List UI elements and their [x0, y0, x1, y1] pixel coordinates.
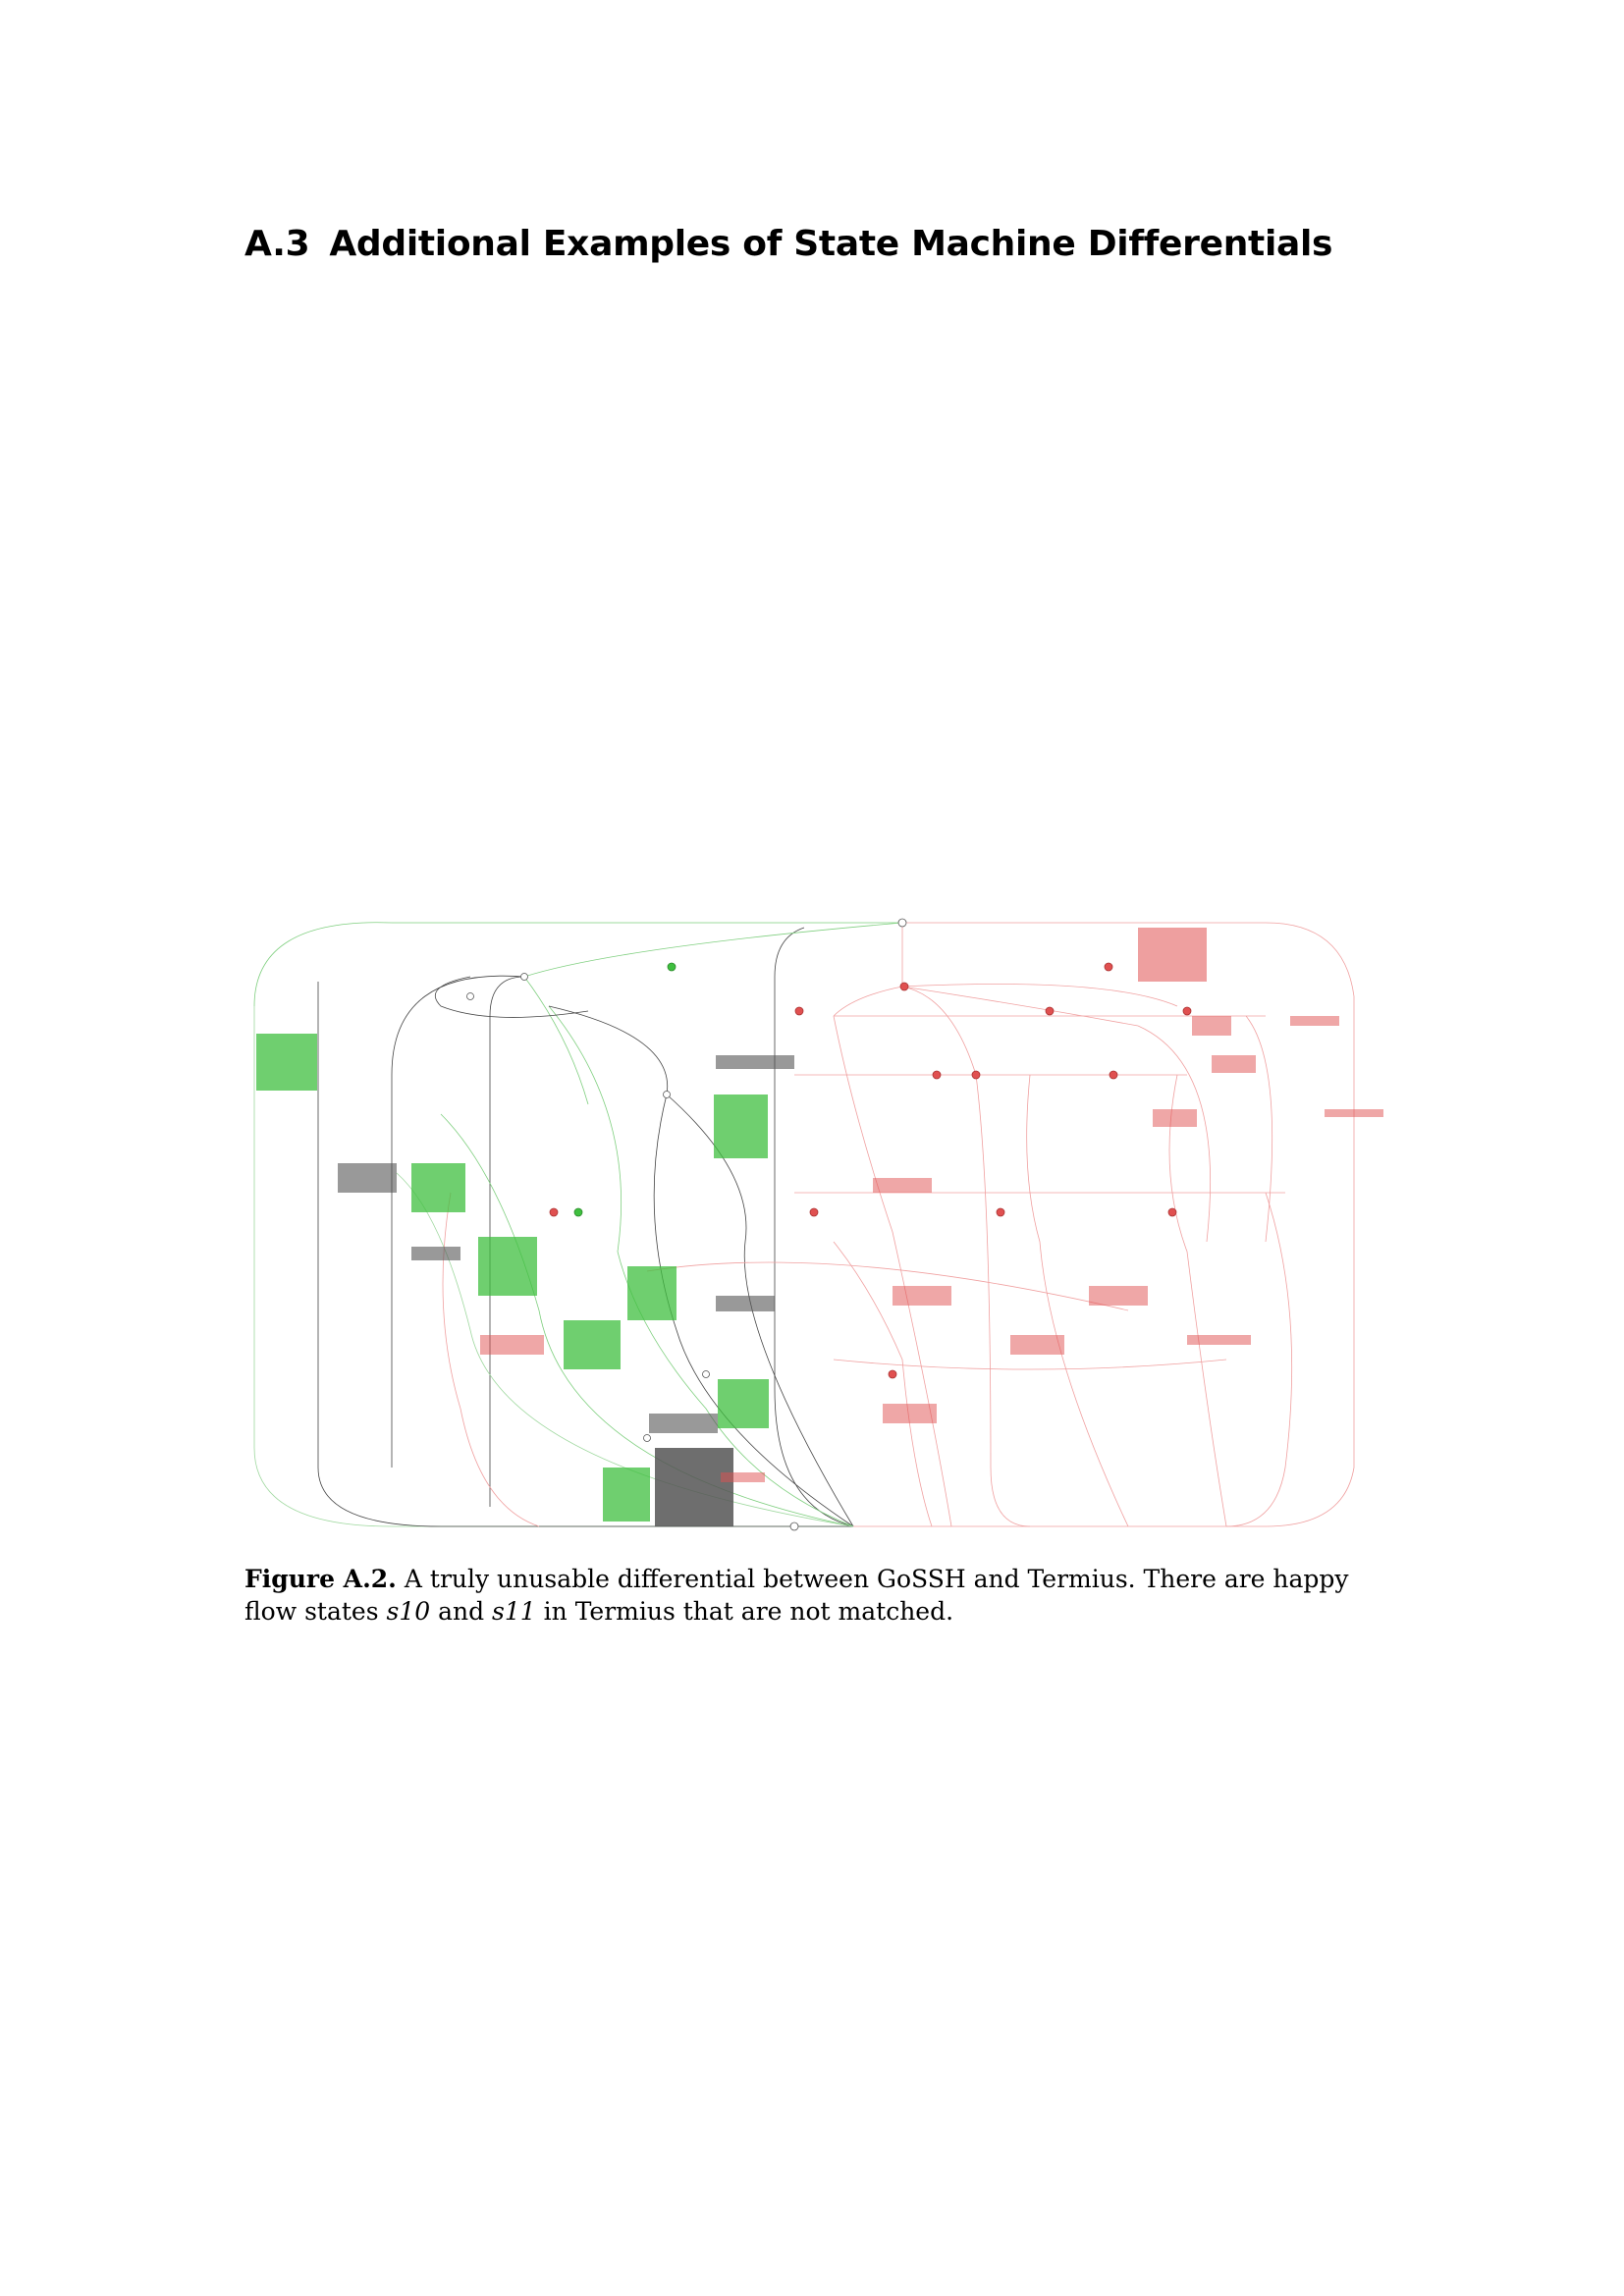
- state-node-sink: [789, 1522, 799, 1531]
- state-machine-differential-figure: [244, 918, 1388, 1536]
- state-node-matched-1: [520, 973, 528, 981]
- green-label-block-5: [627, 1266, 677, 1320]
- red-label-block-12: [1187, 1335, 1251, 1345]
- state-node-initial: [897, 918, 907, 928]
- state-node-red-5: [971, 1070, 981, 1080]
- state-s11: s11: [492, 1597, 536, 1626]
- state-s10: s10: [386, 1597, 431, 1626]
- state-node-matched-5: [643, 1434, 651, 1442]
- black-label-block-6: [716, 1055, 794, 1069]
- green-label-block-6: [714, 1095, 768, 1158]
- red-label-block-14: [721, 1472, 765, 1482]
- edge-green-3: [548, 1005, 623, 1253]
- green-label-block-3: [478, 1237, 537, 1296]
- state-node-red-1: [549, 1207, 559, 1217]
- black-label-block-4: [649, 1414, 718, 1433]
- red-label-block-13: [1325, 1109, 1383, 1117]
- edge-black-2: [489, 976, 525, 1507]
- state-node-red-3: [899, 982, 909, 991]
- edge-red-11: [1168, 1074, 1227, 1527]
- state-node-red-10: [809, 1207, 819, 1217]
- edge-green-1: [523, 922, 903, 978]
- edge-red-3: [901, 986, 977, 1076]
- black-label-block-1: [338, 1163, 397, 1193]
- state-node-matched-2: [466, 992, 474, 1000]
- state-node-red-12: [1167, 1207, 1177, 1217]
- edge-red-6: [833, 1015, 952, 1527]
- edge-red-4: [901, 986, 1139, 1027]
- edge-loop: [435, 976, 589, 1018]
- black-label-block-3: [716, 1296, 775, 1311]
- boundary-edge-left-top: [253, 922, 902, 1007]
- state-node-green-1: [667, 962, 677, 972]
- black-label-clusters: [338, 1055, 794, 1526]
- edge-matched-center: [774, 927, 854, 1527]
- state-node-red-2: [794, 1006, 804, 1016]
- red-label-block-11: [480, 1335, 544, 1355]
- red-label-block-2: [1192, 1016, 1231, 1036]
- edge-black-3: [548, 1005, 669, 1095]
- black-label-block-2: [411, 1247, 460, 1260]
- green-label-clusters: [256, 1034, 769, 1522]
- edge-red-7: [975, 1074, 1031, 1527]
- green-label-block-4: [564, 1320, 621, 1369]
- red-label-block-6: [1212, 1055, 1256, 1073]
- edge-red-14: [1225, 1192, 1293, 1527]
- edge-green-2: [523, 976, 589, 1105]
- red-label-block-1: [1138, 928, 1207, 982]
- edge-red-10: [1026, 1074, 1129, 1527]
- state-node-red-4: [932, 1070, 942, 1080]
- state-node-matched-4: [702, 1370, 710, 1378]
- state-node-red-9: [1182, 1006, 1192, 1016]
- state-node-matched-3: [663, 1091, 671, 1098]
- state-node-red-13: [888, 1369, 897, 1379]
- caption-text-2: and: [430, 1597, 493, 1626]
- red-label-block-9: [1010, 1335, 1064, 1355]
- red-label-block-10: [883, 1404, 937, 1423]
- red-label-block-3: [1290, 1016, 1339, 1026]
- state-node-green-2: [573, 1207, 583, 1217]
- green-label-block-8: [603, 1468, 650, 1522]
- red-label-block-4: [873, 1178, 932, 1193]
- edge-red-5: [1137, 1025, 1212, 1243]
- black-label-block-5: [655, 1448, 733, 1526]
- red-label-block-5: [1153, 1109, 1197, 1127]
- figure-caption: Figure A.2.A truly unusable differential…: [244, 1563, 1393, 1628]
- state-node-red-8: [1109, 1070, 1118, 1080]
- section-heading: A.3 Additional Examples of State Machine …: [244, 224, 1332, 264]
- edge-black-1: [391, 975, 525, 1468]
- edge-red-9: [901, 984, 1178, 1007]
- edge-red-8: [1245, 1015, 1273, 1243]
- boundary-edge-right: [853, 922, 1355, 1527]
- green-label-block-7: [718, 1379, 769, 1428]
- edge-red-2: [833, 986, 903, 1017]
- edge-red-19: [833, 1359, 1227, 1370]
- green-label-block-1: [256, 1034, 317, 1091]
- green-label-block-2: [411, 1163, 465, 1212]
- state-node-red-7: [1104, 962, 1113, 972]
- red-label-block-8: [1089, 1286, 1148, 1306]
- caption-text-3: in Termius that are not matched.: [535, 1597, 954, 1626]
- figure-label: Figure A.2.: [244, 1565, 397, 1593]
- section-title: Additional Examples of State Machine Dif…: [329, 224, 1333, 264]
- state-machine-graph: [253, 918, 1383, 1531]
- edge-black-5: [653, 1094, 854, 1527]
- edge-red-13: [833, 1241, 933, 1527]
- red-label-clusters: [480, 928, 1383, 1482]
- section-number: A.3: [244, 224, 310, 264]
- state-node-red-11: [996, 1207, 1005, 1217]
- red-label-block-7: [893, 1286, 951, 1306]
- edge-red-18: [646, 1261, 1129, 1311]
- caption-text-1: A truly unusable differential between Go…: [244, 1565, 1349, 1626]
- edge-matched-long: [317, 982, 853, 1527]
- boundary-edge-left-bottom: [253, 1006, 853, 1527]
- state-node-red-6: [1045, 1006, 1055, 1016]
